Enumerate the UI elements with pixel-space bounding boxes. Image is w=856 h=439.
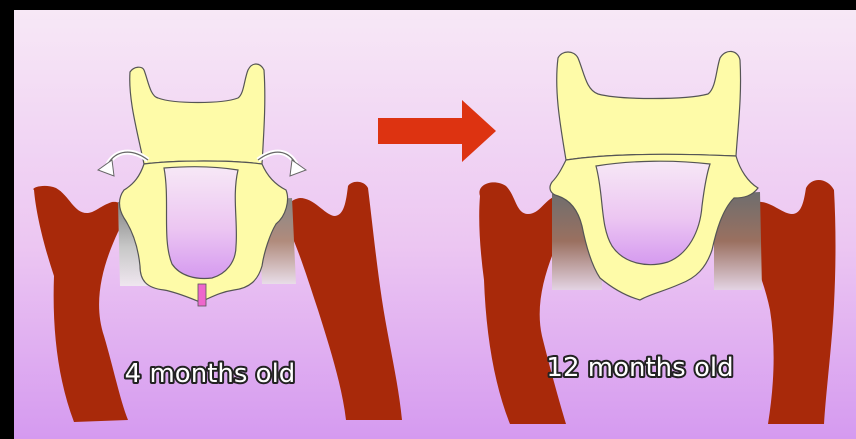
left-caption: 4 months old — [125, 359, 296, 389]
left-spinal-canal — [164, 167, 238, 279]
right-caption: 12 months old — [546, 353, 733, 383]
neurocentral-growth-plate — [198, 284, 206, 306]
